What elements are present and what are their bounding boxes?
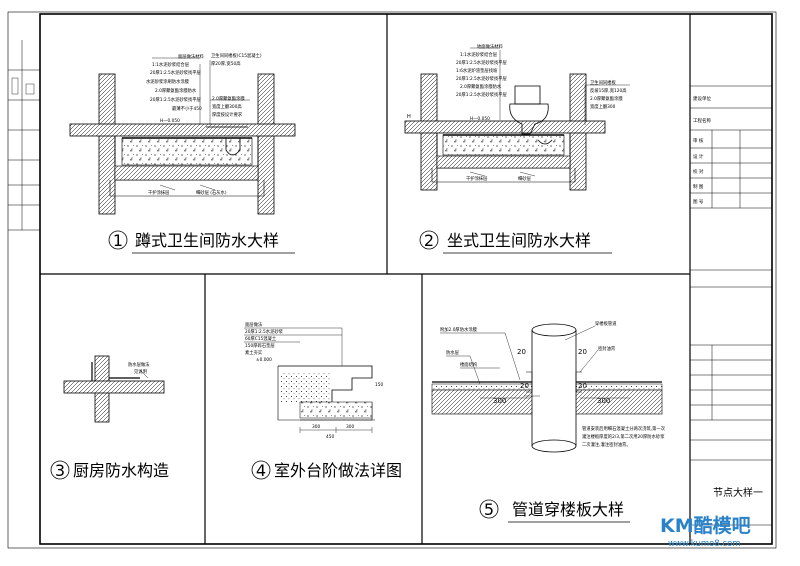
d4-label: 素土夯实 [245,349,263,356]
title-block [690,85,772,526]
d1-title: 蹲式卫生间防水大样 [135,231,279,250]
d3-number: 3 [55,461,65,480]
d1-label: 面层做法材料 [178,53,204,60]
d5-dimension: 20 [517,348,526,356]
detail-2-sitting-toilet: 地面做法材料 1:1水泥砂浆结合层 20厚1:2.5水泥砂浆找平层 1:6水泥炉… [404,43,630,254]
d3-number-circle [50,460,70,480]
d3-label: 见说明 [134,368,147,375]
d1-label: 20厚1:2.5水泥砂浆找平层 [150,96,202,103]
d5-note: 二次灌注,灌注密封油膏。 [582,441,631,448]
detail-4-outdoor-steps: 面层做法 20厚1:2.5水泥砂浆 60厚C15混凝土 150厚碎石垫层 素土夯… [244,321,402,480]
sheet-frame [7,11,777,549]
d5-dimension: 20 [578,382,587,390]
d2-label: 卫生间同楼板 [590,79,616,86]
d2-level-mark: H—0.050 [470,116,490,122]
d4-dimension: 300 [346,424,354,430]
d1-label: 厚20厚,宽50高 [211,60,241,67]
d2-bottom-label: 干护涂抹层 [466,175,488,182]
drawing-name: 节点大样一 [713,486,763,499]
d2-label: 2.0厚聚氨酯涂膜防水 [460,83,502,90]
d5-dimension: 300 [597,397,610,405]
d1-level-mark: H—0.050 [160,118,180,124]
d4-dimension: 150 [375,382,383,388]
d1-label: 20厚1:2.5水泥砂浆找平层 [150,69,202,76]
tb-cell: 设 计 [693,153,704,160]
binding-margin [8,40,40,231]
d1-bottom-label: 细砂层 (石灰水) [196,189,227,196]
d1-number: 1 [113,231,123,250]
d2-number-circle [419,230,439,250]
d2-label: 反坡15厚,宽120高 [590,87,627,94]
d5-label: 防水层 [446,349,460,356]
tb-cell: 校 对 [693,168,704,175]
tb-cell: 工程名称 [693,117,711,124]
d1-label: 1:1水泥砂浆结合层 [152,61,190,68]
detail-1-squat-toilet: 面层做法材料 1:1水泥砂浆结合层 20厚1:2.5水泥砂浆找平层 水泥砂浆涂刷… [69,52,296,254]
d4-label: 20厚1:2.5水泥砂浆 [245,328,284,335]
d1-label: 水泥砂浆涂刷防水涂膜 [146,78,190,85]
d4-label: 面层做法 [245,321,263,328]
d1-label: 2.0厚聚氨酯涂膜防水 [155,87,197,94]
d4-dimension: 300 [312,424,320,430]
d4-number-circle [251,460,271,480]
d5-label: 附加2.0厚防水涂膜 [440,326,478,333]
d4-label: 150厚碎石垫层 [245,342,275,349]
d5-number: 5 [484,500,494,519]
d2-label: 地面做法材料 [477,43,503,50]
d5-dimension: 20 [578,348,587,356]
tb-cell: 建设单位 [693,95,711,102]
d2-label: 20厚1:2.5水泥砂浆找平层 [456,91,508,98]
d5-title: 管道穿楼板大样 [512,500,624,519]
d1-label: 最薄不小于450 [172,105,202,112]
d2-title: 坐式卫生间防水大样 [447,231,591,250]
tb-cell: 图 号 [693,199,704,205]
watermark-brand: KM酷模吧 [660,514,751,537]
d3-label: 防水层做法 [128,361,150,368]
d2-number: 2 [424,231,434,250]
d5-label: 穿楼板管道 [595,320,617,327]
d2-label: 1:1水泥砂浆结合层 [460,51,498,58]
d5-note: 管道安装后用细石混凝土分两次浇筑,第一次 [582,425,666,432]
d4-dimension: 450 [326,434,334,440]
d1-label: 卫生间同楼板(C15混凝土) [211,52,262,59]
d2-bottom-label: 细砂层 [518,175,532,182]
d5-dimension: 20 [520,382,529,390]
d1-label: 2.0厚聚氨酯涂膜 [212,95,245,102]
d2-label: 2.0厚聚氨酯涂膜 [590,95,623,102]
d4-level-mark: ±0.000 [256,357,272,363]
d1-label: 宽度上翻300高 [212,103,242,110]
d4-title: 室外台阶做法详图 [274,461,402,480]
d5-number-circle [479,499,499,519]
d5-note: 灌注楼板厚度的2/3,第二次用20厚防水砂浆 [582,433,665,440]
d1-number-circle [108,230,128,250]
d5-dimension: 300 [493,397,506,405]
d1-bottom-label: 干护涂抹层 [148,189,170,196]
d5-label: 密封油膏 [598,345,616,352]
d2-label: 20厚1:2.5水泥砂浆找平层 [456,75,508,82]
d2-label: 宽度上翻300 [590,103,616,110]
tb-cell: 审 核 [693,137,704,144]
d1-label: 厚度按设计要求 [212,111,243,118]
d2-label: 1:6水泥炉渣垫层找坡 [456,67,498,74]
d5-label: 楼面结构 [460,361,478,368]
d4-number: 4 [256,461,266,480]
d2-label: 20厚1:2.5水泥砂浆找平层 [456,59,508,66]
watermark-url: www.kumo8.com [668,539,741,549]
detail-5-pipe-through-slab: 附加2.0厚防水涂膜 防水层 楼面结构 穿楼板管道 密封油膏 20 20 20 … [431,320,666,523]
toilet-icon [509,85,553,145]
d2-level-mark: H [407,114,411,120]
detail-3-kitchen-waterproof: 防水层做法 见说明 3 厨房防水构造 [50,355,169,480]
d4-label: 60厚C15混凝土 [245,335,277,342]
tb-cell: 制 图 [693,183,704,190]
d3-title: 厨房防水构造 [73,461,169,480]
kumo8-watermark: KM酷模吧 www.kumo8.com [660,514,751,549]
